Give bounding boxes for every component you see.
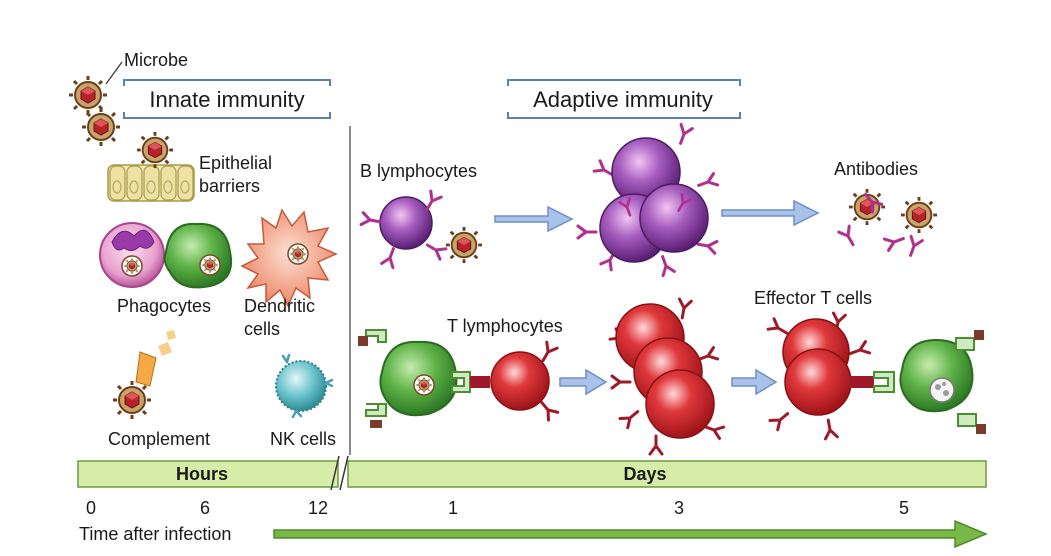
microbe-icon [201, 256, 219, 274]
microbe-icon [899, 195, 939, 235]
effector-t-cells-label: Effector T cells [754, 288, 872, 308]
microbe-icon [80, 106, 122, 148]
complement-label: Complement [108, 429, 210, 449]
antibodies [837, 187, 939, 259]
dendritic-label-line1: Dendritic [244, 296, 315, 316]
microbe-icon [135, 130, 175, 170]
tick-label: 5 [899, 498, 909, 518]
antibodies-label: Antibodies [834, 159, 918, 179]
t-lymphocytes-label: T lymphocytes [447, 316, 563, 336]
epithelial-label-line1: Epithelial [199, 153, 272, 173]
epithelial-barrier: Epithelial barriers [107, 130, 272, 202]
phagocytes: Phagocytes [99, 222, 232, 316]
microbe-icon [111, 379, 153, 421]
dendritic-cell: Dendritic cells [240, 208, 338, 339]
days-band [347, 460, 987, 488]
t-cell-clonal-expansion [608, 297, 726, 456]
b-cell-clonal-expansion [576, 122, 720, 278]
tick-label: 1 [448, 498, 458, 518]
effector-t-cells [766, 311, 874, 441]
nk-cells-label: NK cells [270, 429, 336, 449]
microbe-icon [289, 245, 307, 263]
microbe-label: Microbe [124, 50, 188, 70]
microbe-icon [444, 225, 484, 265]
time-axis-label: Time after infection [79, 524, 231, 544]
hours-band [77, 460, 339, 488]
axis-break [330, 455, 349, 491]
complement: Complement [108, 330, 210, 449]
days-label: Days [623, 464, 666, 484]
b-cell-arrow-1 [494, 205, 574, 233]
b-cell-arrow-2 [721, 199, 820, 227]
b-lymphocytes-label: B lymphocytes [360, 161, 477, 181]
t-cell-naive [470, 340, 560, 422]
timeline: Hours Days 0 6 12 1 3 5 Time after infec… [77, 455, 988, 549]
tick-label: 3 [674, 498, 684, 518]
b-cell-naive [359, 189, 448, 270]
innate-header-label: Innate immunity [149, 87, 304, 112]
infected-target-cell [873, 330, 986, 434]
microbe-icon [415, 376, 433, 394]
epithelial-label-line2: barriers [199, 176, 260, 196]
microbe-cluster: Microbe [67, 50, 188, 148]
t-cell-arrow-1 [559, 368, 608, 396]
tick-label: 0 [86, 498, 96, 518]
tick-label: 12 [308, 498, 328, 518]
t-cell-arrow-2 [731, 368, 778, 396]
adaptive-header-label: Adaptive immunity [533, 87, 713, 112]
tick-label: 6 [200, 498, 210, 518]
microbe-icon [123, 257, 141, 275]
time-arrow [273, 519, 988, 549]
innate-header: Innate immunity [123, 79, 331, 119]
antigen-presenting-cell [358, 329, 471, 428]
phagocytes-label: Phagocytes [117, 296, 211, 316]
hours-label: Hours [176, 464, 228, 484]
adaptive-header: Adaptive immunity [507, 79, 741, 119]
dendritic-label-line2: cells [244, 319, 280, 339]
nk-cell: NK cells [270, 353, 336, 449]
